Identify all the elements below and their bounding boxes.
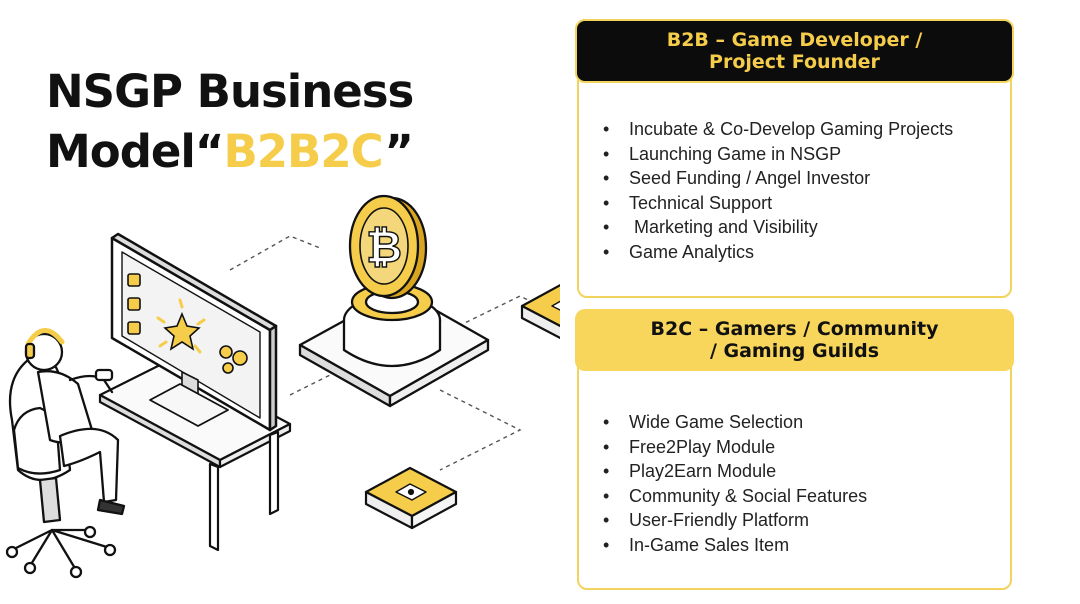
list-item: Community & Social Features — [601, 484, 867, 509]
server-node-icon — [364, 466, 458, 530]
list-item: Seed Funding / Angel Investor — [601, 166, 953, 191]
b2b-header-line-1: B2B – Game Developer / — [666, 29, 923, 51]
b2c-card-header: B2C – Gamers / Community / Gaming Guilds — [575, 309, 1014, 371]
list-item: Launching Game in NSGP — [601, 142, 953, 167]
b2b-card-header: B2B – Game Developer / Project Founder — [575, 19, 1014, 83]
title-line-2: Model“B2B2C” — [46, 122, 414, 182]
page-title: NSGP Business Model“B2B2C” — [46, 62, 414, 182]
title-accent-b2b2c: B2B2C — [223, 125, 385, 178]
b2c-list: Wide Game Selection Free2Play Module Pla… — [601, 410, 867, 558]
list-item: Free2Play Module — [601, 435, 867, 460]
title-line-2-suffix: ” — [384, 125, 414, 178]
gamer-at-computer-illustration: ₿ — [5, 194, 560, 579]
b2b-list: Incubate & Co-Develop Gaming Projects La… — [601, 117, 953, 265]
title-line-1: NSGP Business — [46, 65, 414, 118]
list-item: In-Game Sales Item — [601, 533, 867, 558]
list-item: Technical Support — [601, 191, 953, 216]
b2b-header-line-2: Project Founder — [709, 51, 880, 73]
list-item: User-Friendly Platform — [601, 508, 867, 533]
list-item: Incubate & Co-Develop Gaming Projects — [601, 117, 953, 142]
list-item: Play2Earn Module — [601, 459, 867, 484]
list-item: Game Analytics — [601, 240, 953, 265]
list-item: Marketing and Visibility — [601, 215, 953, 240]
svg-text:₿: ₿ — [366, 222, 402, 273]
b2c-header-line-1: B2C – Gamers / Community — [650, 318, 939, 340]
b2c-header-line-2: / Gaming Guilds — [709, 340, 880, 362]
bitcoin-coin-icon: ₿ — [348, 194, 428, 300]
list-item: Wide Game Selection — [601, 410, 867, 435]
title-line-2-prefix: Model“ — [46, 125, 224, 178]
server-node-icon — [520, 284, 560, 340]
